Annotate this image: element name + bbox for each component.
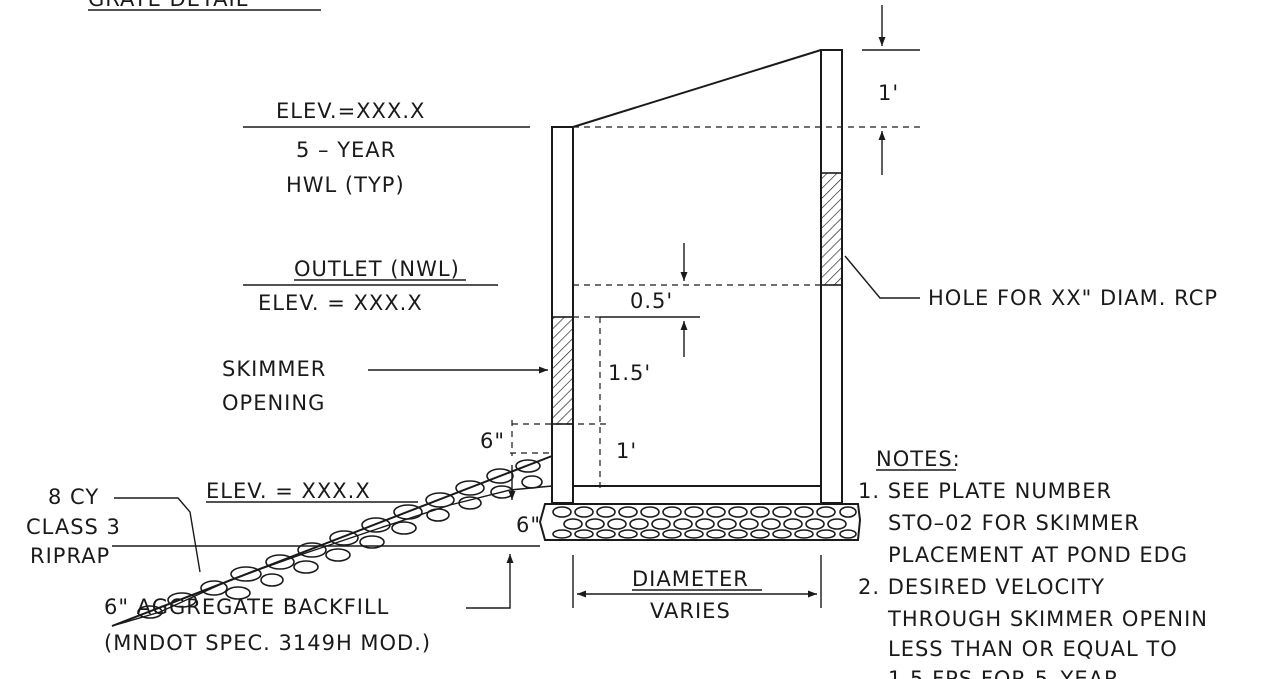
detail-title: GRATE DETAIL	[88, 0, 248, 11]
note-2-line-4: 1.5 FPS FOR 5–YEAR	[888, 667, 1120, 679]
note-2-line-2: THROUGH SKIMMER OPENIN	[887, 607, 1208, 631]
skimmer-label: SKIMMER OPENING	[222, 357, 548, 415]
note-1-line-2: STO–02 FOR SKIMMER	[888, 511, 1140, 535]
aggregate-text-1: 6" AGGREGATE BACKFILL	[104, 595, 389, 619]
varies-text: VARIES	[650, 599, 731, 623]
outlet-nwl-text: OUTLET (NWL)	[294, 257, 460, 281]
hwl-elev-text: ELEV.=XXX.X	[276, 99, 425, 123]
riprap-leader	[114, 497, 201, 573]
ground-elev-label: ELEV. = XXX.X	[206, 479, 418, 503]
skimmer-text-1: SKIMMER	[222, 357, 326, 381]
dim-six-in-lower: 6"	[516, 513, 541, 537]
aggregate-pebbles	[552, 506, 857, 539]
riser-structure	[551, 49, 843, 504]
diameter-text: DIAMETER	[632, 567, 749, 591]
skimmer-opening-hatch	[551, 316, 574, 425]
dim-bottom-1ft: 1'	[616, 439, 637, 463]
aggregate-leader	[466, 554, 514, 609]
ground-elev-text: ELEV. = XXX.X	[206, 479, 371, 503]
dim-one-half-ft: 1.5'	[608, 361, 651, 385]
sloped-grate	[572, 49, 822, 128]
riprap-text-3: RIPRAP	[30, 544, 110, 568]
notes-heading: NOTES:	[876, 447, 961, 471]
hole-text: HOLE FOR XX" DIAM. RCP	[928, 286, 1218, 310]
outlet-label: OUTLET (NWL) ELEV. = XXX.X	[258, 257, 466, 315]
hole-leader	[844, 255, 920, 299]
notes-block: NOTES: 1. SEE PLATE NUMBER STO–02 FOR SK…	[858, 447, 1208, 679]
riprap-text-2: CLASS 3	[26, 515, 121, 539]
note-2-line-3: LESS THAN OR EQUAL TO	[888, 637, 1178, 661]
hwl-label: ELEV.=XXX.X 5 – YEAR HWL (TYP)	[276, 99, 425, 197]
reference-lines	[510, 126, 920, 490]
dimensions: 1' 0.5' 1.5' 1' 6" 6"	[480, 5, 920, 608]
aggregate-label: 6" AGGREGATE BACKFILL (MNDOT SPEC. 3149H…	[104, 554, 514, 655]
diameter-label: DIAMETER VARIES	[632, 567, 762, 623]
dim-half-ft: 0.5'	[630, 289, 673, 313]
skimmer-text-2: OPENING	[222, 391, 325, 415]
rcp-hole-hatch	[820, 172, 843, 286]
note-1-line-3: PLACEMENT AT POND EDG	[888, 543, 1188, 567]
aggregate-base-band	[538, 503, 862, 541]
riprap-label: 8 CY CLASS 3 RIPRAP	[26, 485, 201, 573]
outlet-elev-text: ELEV. = XXX.X	[258, 291, 423, 315]
riprap-text-1: 8 CY	[48, 485, 99, 509]
hwl-year-text: 5 – YEAR	[296, 138, 396, 162]
left-wall	[551, 126, 574, 504]
aggregate-text-2: (MNDOT SPEC. 3149H MOD.)	[104, 631, 431, 655]
dim-top-1ft: 1'	[878, 81, 899, 105]
dim-six-in-upper: 6"	[480, 429, 505, 453]
note-2-line-1: 2. DESIRED VELOCITY	[858, 575, 1105, 599]
hwl-typ-text: HWL (TYP)	[286, 173, 405, 197]
note-1-line-1: 1. SEE PLATE NUMBER	[858, 479, 1112, 503]
hole-label: HOLE FOR XX" DIAM. RCP	[844, 255, 1218, 310]
riprap-slope-bottom	[111, 485, 553, 627]
